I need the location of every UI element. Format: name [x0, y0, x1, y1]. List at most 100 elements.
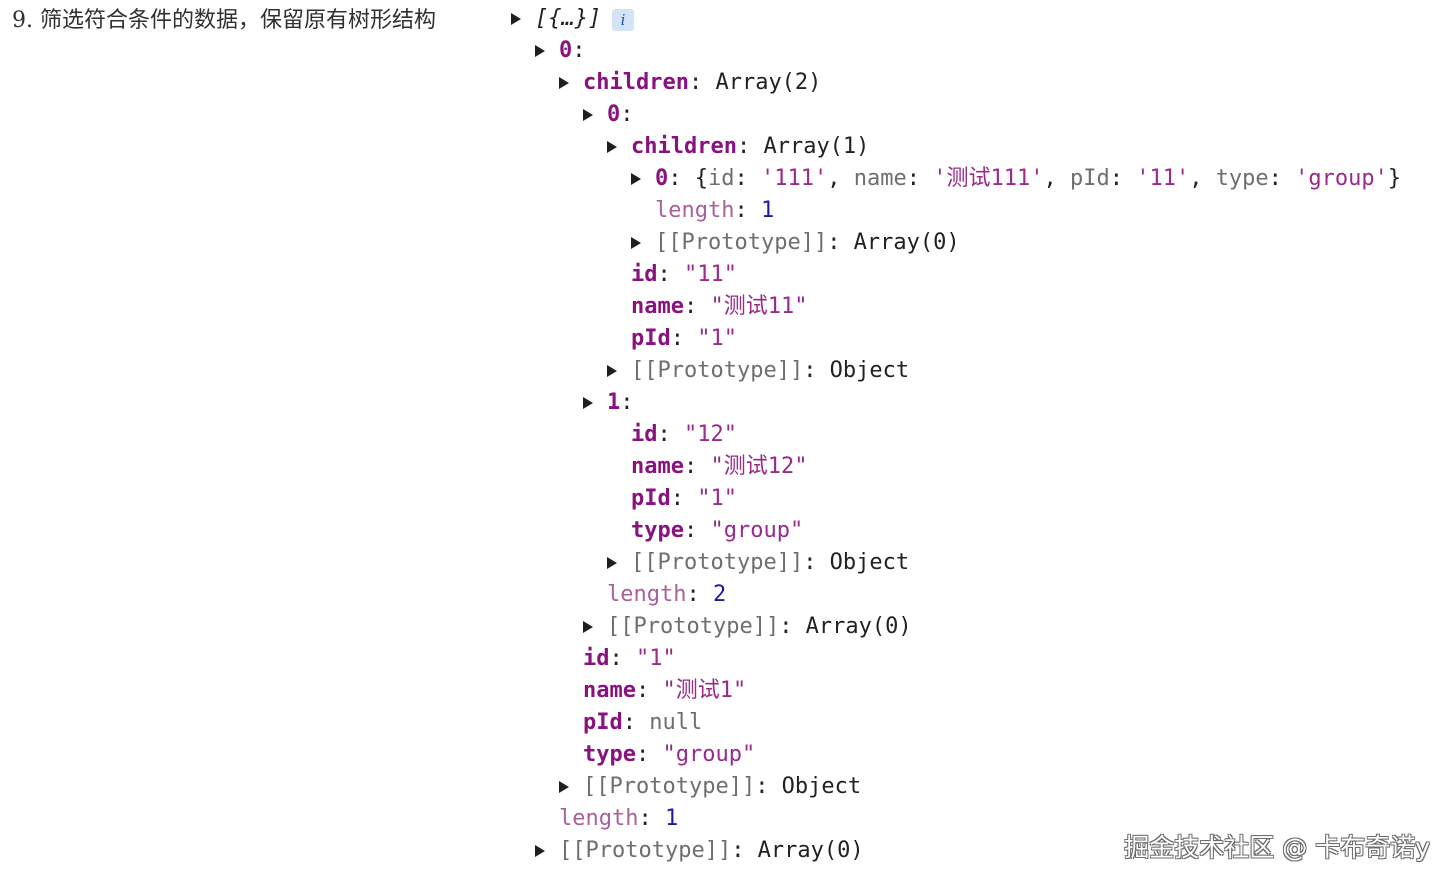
- expand-triangle-icon[interactable]: [583, 621, 593, 633]
- tree-row[interactable]: 0: {id: '111', name: '测试111', pId: '11',…: [655, 163, 1401, 195]
- tree-token: [[Prototype]]: [607, 614, 780, 639]
- tree-token: ,: [1043, 166, 1070, 191]
- tree-row: length: 1: [559, 803, 678, 835]
- tree-token: 'group': [1295, 166, 1388, 191]
- tree-token: : Object: [755, 774, 862, 799]
- tree-token: :: [1268, 166, 1296, 191]
- tree-row[interactable]: 0:: [559, 35, 586, 67]
- tree-token: 2: [712, 582, 727, 607]
- tree-token: "1": [697, 326, 737, 351]
- tree-row[interactable]: children: Array(2): [583, 67, 821, 99]
- tree-token: "1": [697, 486, 737, 511]
- tree-token: :: [635, 678, 663, 703]
- expand-triangle-icon[interactable]: [583, 109, 593, 121]
- tree-row[interactable]: [{…}]: [535, 3, 601, 35]
- tree-token: '测试111': [933, 166, 1044, 191]
- tree-token: pId: [631, 486, 671, 511]
- tree-token: :: [683, 454, 711, 479]
- tree-token: :: [657, 422, 684, 447]
- tree-token: '111': [761, 166, 828, 191]
- tree-token: '11': [1136, 166, 1190, 191]
- tree-token: : Array(0): [731, 838, 864, 863]
- tree-token: :: [906, 166, 934, 191]
- tree-row[interactable]: [[Prototype]]: Array(0): [559, 835, 864, 867]
- tree-token: "12": [684, 422, 737, 447]
- tree-token: "1": [636, 646, 676, 671]
- tree-token: type: [1215, 166, 1269, 191]
- tree-token: :: [683, 518, 711, 543]
- tree-row: id: "1": [583, 643, 676, 675]
- tree-token: pId: [583, 710, 623, 735]
- tree-row: pId: "1": [631, 323, 737, 355]
- expand-triangle-icon[interactable]: [511, 13, 521, 25]
- tree-row: type: "group": [583, 739, 755, 771]
- tree-token: :: [670, 326, 698, 351]
- tree-token: 1: [607, 390, 621, 415]
- tree-token: ,: [827, 166, 854, 191]
- tree-token: :: [686, 582, 713, 607]
- expand-triangle-icon[interactable]: [583, 397, 593, 409]
- tree-token: [[Prototype]]: [631, 358, 804, 383]
- tree-token: length: [655, 198, 735, 223]
- tree-token: ,: [1189, 166, 1216, 191]
- tree-token: name: [853, 166, 907, 191]
- tree-token: "group": [662, 742, 756, 767]
- tree-token: id: [708, 166, 735, 191]
- tree-row[interactable]: [[Prototype]]: Array(0): [607, 611, 912, 643]
- tree-token: length: [607, 582, 687, 607]
- tree-token: id: [631, 262, 658, 287]
- tree-token: "group": [710, 518, 804, 543]
- tree-token: "测试1": [662, 678, 747, 703]
- expand-triangle-icon[interactable]: [607, 365, 617, 377]
- expand-triangle-icon[interactable]: [607, 557, 617, 569]
- tree-row[interactable]: 1:: [607, 387, 634, 419]
- tree-token: "11": [684, 262, 737, 287]
- tree-row: name: "测试11": [631, 291, 807, 323]
- tree-row: id: "12": [631, 419, 737, 451]
- tree-token: children: [631, 134, 737, 159]
- expand-triangle-icon[interactable]: [607, 141, 617, 153]
- tree-token: "测试11": [710, 294, 808, 319]
- tree-row: pId: "1": [631, 483, 737, 515]
- tree-token: :: [635, 742, 663, 767]
- tree-token: id: [583, 646, 610, 671]
- tree-row[interactable]: [[Prototype]]: Object: [631, 355, 909, 387]
- log-caption: 9. 筛选符合条件的数据，保留原有树形结构: [12, 8, 436, 33]
- tree-row: name: "测试1": [583, 675, 746, 707]
- tree-token: name: [583, 678, 636, 703]
- expand-triangle-icon[interactable]: [559, 77, 569, 89]
- tree-token: :: [734, 198, 761, 223]
- tree-row: id: "11": [631, 259, 737, 291]
- tree-token: 1: [664, 806, 679, 831]
- tree-row[interactable]: [[Prototype]]: Array(0): [655, 227, 960, 259]
- tree-row[interactable]: [[Prototype]]: Object: [583, 771, 861, 803]
- expand-triangle-icon[interactable]: [631, 237, 641, 249]
- expand-triangle-icon[interactable]: [631, 173, 641, 185]
- info-icon[interactable]: i: [612, 9, 634, 31]
- tree-token: :: [572, 38, 586, 63]
- tree-token: children: [583, 70, 689, 95]
- watermark: 掘金技术社区 @ 卡布奇诺y: [1124, 833, 1430, 862]
- tree-token: :: [1109, 166, 1137, 191]
- tree-row[interactable]: 0:: [607, 99, 634, 131]
- tree-row: name: "测试12": [631, 451, 807, 483]
- tree-token: :: [620, 102, 634, 127]
- expand-triangle-icon[interactable]: [535, 845, 545, 857]
- tree-token: name: [631, 294, 684, 319]
- tree-token: type: [631, 518, 684, 543]
- expand-triangle-icon[interactable]: [535, 45, 545, 57]
- tree-row[interactable]: [[Prototype]]: Object: [631, 547, 909, 579]
- tree-row: pId: null: [583, 707, 702, 739]
- tree-token: pId: [1069, 166, 1110, 191]
- tree-token: :: [622, 710, 650, 735]
- tree-token: :: [620, 390, 634, 415]
- tree-row: type: "group": [631, 515, 803, 547]
- tree-token: "测试12": [710, 454, 808, 479]
- tree-token: : {: [668, 166, 708, 191]
- expand-triangle-icon[interactable]: [559, 781, 569, 793]
- tree-token: [[Prototype]]: [655, 230, 828, 255]
- tree-row[interactable]: children: Array(1): [631, 131, 869, 163]
- tree-token: pId: [631, 326, 671, 351]
- tree-token: length: [559, 806, 639, 831]
- tree-token: }: [1387, 166, 1402, 191]
